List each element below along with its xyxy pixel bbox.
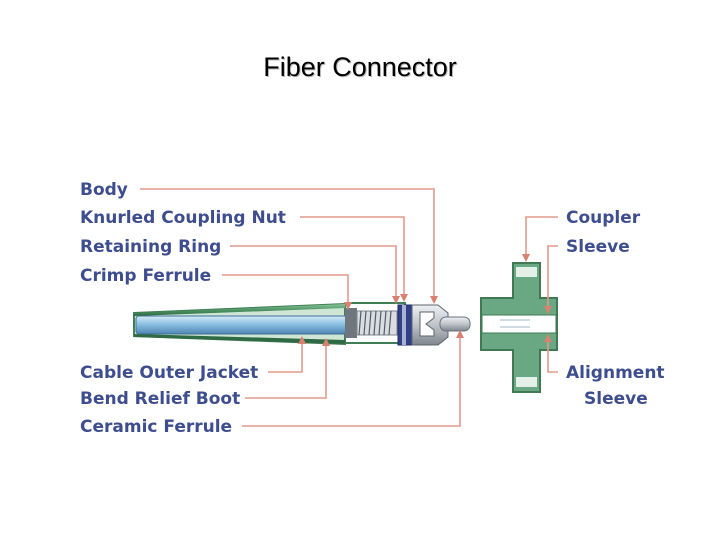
label-body: Body: [80, 180, 128, 200]
leader-arrowheads: [298, 254, 552, 346]
leader-body: [140, 188, 435, 300]
label-alignment: Alignment: [566, 363, 665, 383]
crimp-ferrule: [345, 308, 357, 338]
leader-crimp-ferrule: [222, 274, 349, 306]
label-knurled-coupling-nut: Knurled Coupling Nut: [80, 208, 286, 228]
leader-cable-outer-jacket: [268, 340, 303, 373]
leader-coupler: [525, 216, 558, 258]
label-retaining-ring: Retaining Ring: [80, 237, 221, 257]
label-crimp-ferrule: Crimp Ferrule: [80, 266, 211, 286]
label-bend-relief-boot: Bend Relief Boot: [80, 389, 240, 409]
leader-knurled-coupling-nut: [300, 216, 405, 298]
label-cable-outer-jacket: Cable Outer Jacket: [80, 363, 258, 383]
cable-outer-jacket: [135, 315, 351, 335]
leader-ceramic-ferrule: [242, 334, 461, 427]
connector-assembly: [133, 302, 471, 346]
leader-retaining-ring: [230, 245, 397, 300]
alignment-sleeve: [481, 314, 557, 334]
leader-sleeve: [547, 245, 558, 310]
label-sleeve: Sleeve: [566, 237, 630, 257]
slide-title: Fiber Connector: [263, 52, 457, 82]
label-alignment-sleeve: Sleeve: [584, 389, 648, 409]
ceramic-ferrule: [439, 316, 471, 332]
label-ceramic-ferrule: Ceramic Ferrule: [80, 417, 232, 437]
leader-lines: [140, 188, 558, 427]
coupler-assembly: [480, 262, 558, 393]
label-coupler: Coupler: [566, 208, 641, 228]
leader-alignment-sleeve: [547, 338, 558, 373]
leader-bend-relief-boot: [245, 342, 327, 399]
